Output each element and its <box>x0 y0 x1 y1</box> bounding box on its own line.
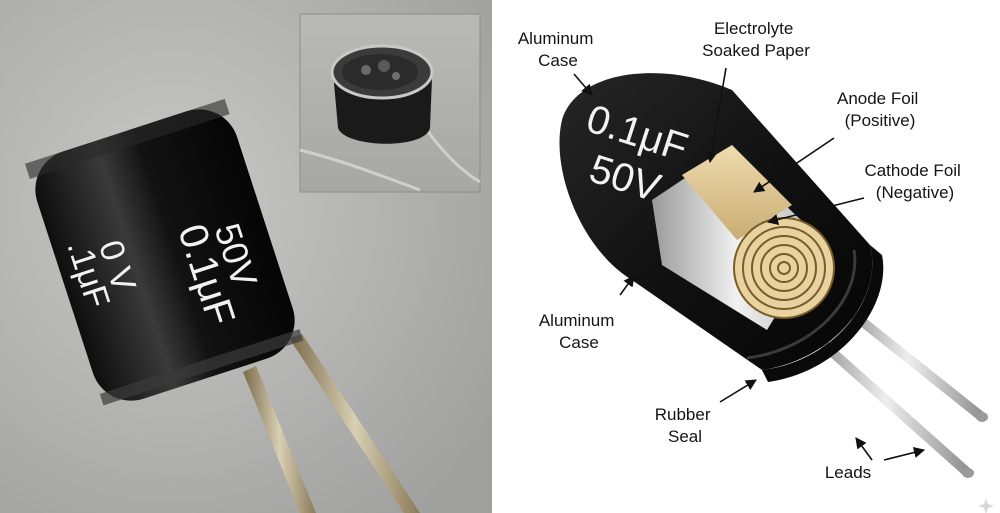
diagram-leads <box>800 296 988 478</box>
capacitor-diagram: 0.1μF 50V <box>492 0 1000 513</box>
diagram-cutaway <box>652 145 835 330</box>
label-aluminum-case-bottom: Aluminum Case <box>539 311 619 352</box>
diagram-callout-lines <box>573 67 926 461</box>
label-anode-foil: Anode Foil (Positive) <box>837 89 923 130</box>
inset-damaged-capacitor <box>299 13 481 193</box>
diagram-electrolyte-paper <box>682 145 792 240</box>
label-electrolyte-paper: Electrolyte Soaked Paper <box>702 19 810 60</box>
label-leads: Leads <box>825 463 871 482</box>
sparkle-icon <box>978 498 994 513</box>
label-cathode-foil: Cathode Foil (Negative) <box>864 161 965 202</box>
photo-capacitor-body: .1μF 0 V 0.1μF 50V <box>24 98 304 406</box>
capacitor-photo: .1μF 0 V 0.1μF 50V <box>0 0 492 513</box>
photo-lead-left <box>243 366 316 513</box>
label-rubber-seal: Rubber Seal <box>655 405 716 446</box>
label-aluminum-case-top: Aluminum Case <box>518 29 598 70</box>
photo-lead-right <box>289 334 420 513</box>
diagram-foil-roll <box>733 217 835 319</box>
